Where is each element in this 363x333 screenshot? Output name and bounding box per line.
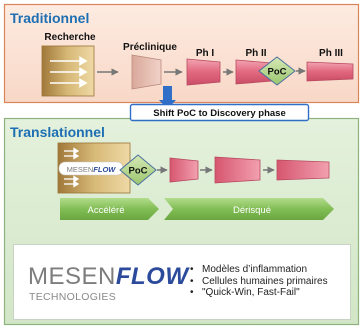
mini-logo-text: MESENFLOW — [67, 165, 117, 174]
stage-label-ph1: Ph I — [196, 48, 215, 59]
white-arrows-icon — [50, 56, 88, 88]
stage-t1 — [169, 157, 199, 183]
poc-diamond-translational: PoC — [119, 154, 157, 186]
poc-label-traditional: PoC — [268, 67, 287, 78]
stage-label-preclinical: Préclinique — [123, 42, 177, 53]
traditional-title: Traditionnel — [10, 10, 89, 26]
stage-ph1 — [186, 58, 221, 86]
stage-preclinical — [131, 54, 162, 90]
stage-t3 — [276, 159, 330, 181]
company-logo: MESENFLOW — [28, 265, 189, 289]
logo-mesen: MESEN — [28, 263, 116, 290]
accelerated-label: Accéléré — [88, 205, 125, 216]
stage-label-research: Recherche — [44, 32, 96, 43]
shift-box — [129, 103, 310, 122]
research-block — [41, 45, 95, 97]
feature-item: Cellules humaines primaires — [188, 276, 328, 288]
stage-t2 — [214, 156, 261, 184]
feature-list: Modèles d’inflammation Cellules humaines… — [188, 264, 328, 299]
derisked-arrow — [164, 198, 334, 220]
logo-subtitle: TECHNOLOGIES — [29, 291, 117, 303]
feature-item: Modèles d’inflammation — [188, 264, 328, 276]
feature-item: "Quick-Win, Fast-Fail" — [188, 287, 328, 299]
derisked-label: Dérisqué — [233, 205, 271, 216]
stage-ph3 — [306, 61, 354, 82]
company-card: MESENFLOW TECHNOLOGIES Modèles d’inflamm… — [13, 244, 351, 320]
research-block-translational: MESENFLOW — [57, 142, 131, 194]
stage-label-ph2: Ph II — [245, 48, 266, 59]
stage-label-ph3: Ph III — [319, 48, 343, 59]
poc-diamond-traditional: PoC — [258, 56, 296, 86]
poc-label-translational: PoC — [129, 166, 148, 177]
shift-label: Shift PoC to Discovery phase — [153, 108, 286, 119]
logo-flow: FLOW — [115, 263, 189, 290]
white-arrows-icon — [64, 147, 80, 188]
accelerated-arrow — [60, 198, 159, 220]
translational-title: Translationnel — [10, 124, 105, 140]
